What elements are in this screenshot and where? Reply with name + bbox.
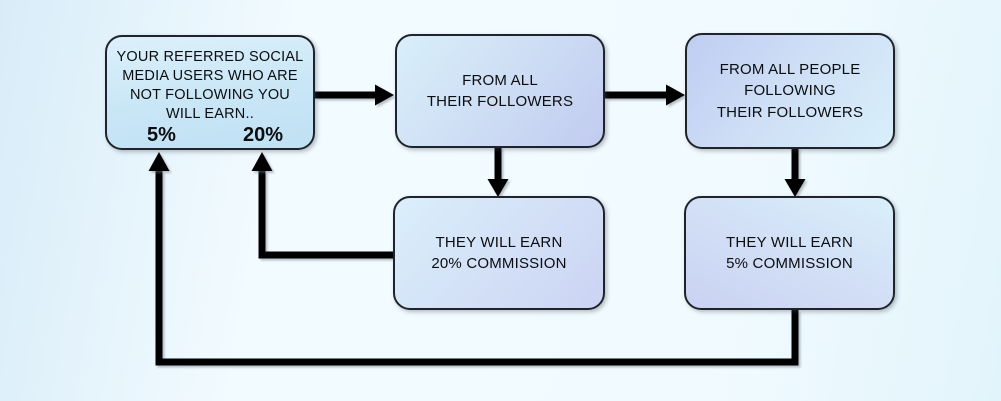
node-referral-source: YOUR REFERRED SOCIAL MEDIA USERS WHO ARE…: [105, 35, 315, 150]
node-from-people-following-their-followers: FROM ALL PEOPLE FOLLOWING THEIR FOLLOWER…: [685, 33, 895, 149]
arrow-earn-20-to-20-percent: [251, 152, 393, 259]
node-referral-text: YOUR REFERRED SOCIAL MEDIA USERS WHO ARE…: [116, 49, 304, 122]
node-earn5-text: THEY WILL EARN 5% COMMISSION: [726, 233, 853, 272]
arrow-followers-of-followers-to-earn-5: [784, 148, 806, 197]
percent-row: 5% 20%: [107, 123, 313, 146]
node-followers-text: FROM ALL THEIR FOLLOWERS: [426, 71, 574, 110]
percent-5-label: 5%: [147, 124, 176, 147]
percent-20-label: 20%: [242, 124, 283, 147]
node-earn-20-commission: THEY WILL EARN 20% COMMISSION: [393, 196, 605, 310]
arrow-referral-to-followers: [315, 84, 394, 106]
node-from-all-their-followers: FROM ALL THEIR FOLLOWERS: [395, 34, 605, 148]
node-earn20-text: THEY WILL EARN 20% COMMISSION: [431, 233, 567, 272]
arrow-followers-to-followers-of-followers: [605, 84, 685, 106]
arrow-followers-to-earn-20: [487, 147, 509, 197]
node-followers2-text: FROM ALL PEOPLE FOLLOWING THEIR FOLLOWER…: [716, 61, 864, 121]
node-earn-5-commission: THEY WILL EARN 5% COMMISSION: [684, 196, 895, 310]
